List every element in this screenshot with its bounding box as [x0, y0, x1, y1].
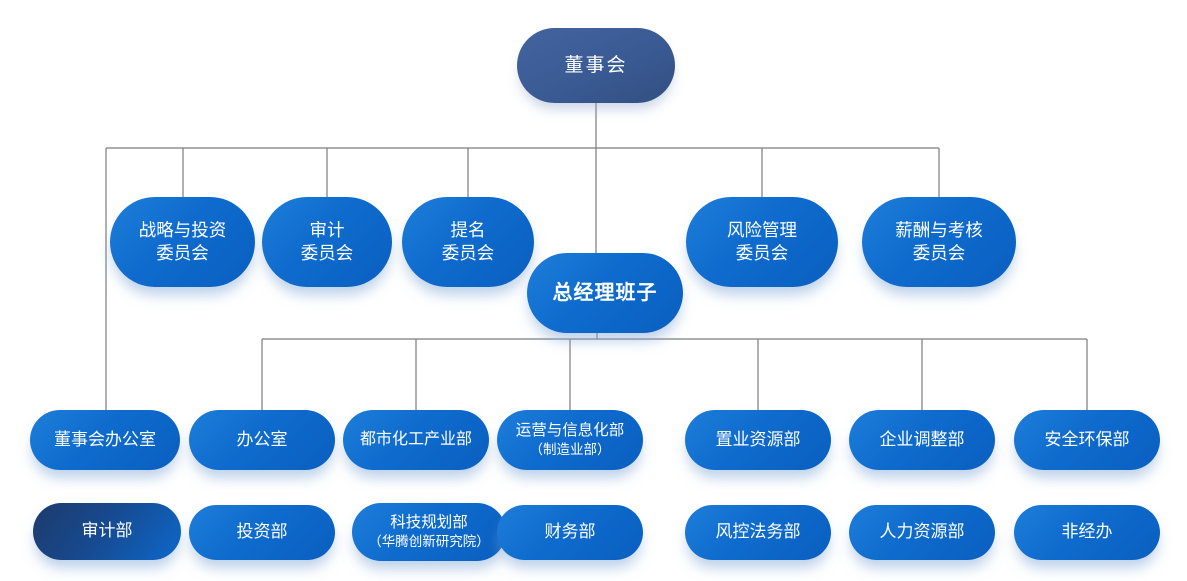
node-label: 战略与投资 — [138, 219, 227, 240]
node-label: 运营与信息化部 — [515, 421, 625, 439]
node-label: 办公室 — [236, 429, 288, 449]
node-label: 委员会 — [912, 243, 966, 263]
node-dept-enterprise-adjustment: 企业调整部 — [849, 410, 995, 470]
node-label: 委员会 — [735, 243, 789, 263]
node-committee-compensation-assessment: 薪酬与考核 委员会 — [862, 197, 1016, 287]
node-label: 委员会 — [300, 243, 354, 263]
node-dept-non-operating: 非经办 — [1014, 505, 1160, 560]
node-dept-investment: 投资部 — [189, 505, 335, 560]
node-dept-urban-chemical-industry: 都市化工产业部 — [343, 410, 489, 470]
node-committee-risk-management: 风险管理 委员会 — [686, 197, 838, 287]
node-committee-strategy-investment: 战略与投资 委员会 — [110, 197, 255, 287]
node-dept-tech-planning: 科技规划部 （华腾创新研究院） — [352, 503, 506, 561]
node-label: 人力资源部 — [879, 522, 965, 542]
node-dept-property-resources: 置业资源部 — [685, 410, 831, 470]
node-dept-finance: 财务部 — [497, 505, 643, 560]
node-dept-operations-informatization: 运营与信息化部 （制造业部） — [497, 410, 643, 470]
node-label: 置业资源部 — [715, 429, 801, 449]
node-label: 投资部 — [236, 522, 288, 542]
node-general-manager-team: 总经理班子 — [527, 253, 683, 333]
node-sublabel: （华腾创新研究院） — [368, 534, 490, 550]
node-dept-board-office: 董事会办公室 — [30, 410, 180, 470]
node-committee-nomination: 提名 委员会 — [402, 197, 534, 287]
node-committee-audit: 审计 委员会 — [262, 197, 392, 287]
node-label: 委员会 — [441, 243, 495, 263]
node-dept-risk-legal: 风控法务部 — [685, 505, 831, 560]
node-label: 薪酬与考核 — [895, 219, 983, 240]
node-dept-human-resources: 人力资源部 — [849, 505, 995, 560]
node-dept-safety-environment: 安全环保部 — [1014, 410, 1160, 470]
node-label: 董事会 — [564, 54, 628, 76]
node-sublabel: （制造业部） — [529, 442, 611, 458]
node-label: 财务部 — [544, 522, 596, 542]
node-board: 董事会 — [517, 28, 675, 103]
node-label: 审计 — [309, 219, 345, 240]
node-label: 风控法务部 — [715, 522, 801, 542]
node-label: 企业调整部 — [879, 429, 965, 449]
node-label: 非经办 — [1061, 522, 1113, 542]
node-label: 提名 — [450, 219, 486, 240]
node-label: 安全环保部 — [1044, 429, 1130, 449]
node-label: 都市化工产业部 — [359, 431, 472, 449]
node-dept-audit: 审计部 — [33, 503, 181, 560]
node-dept-office: 办公室 — [189, 410, 335, 470]
node-label: 审计部 — [81, 521, 133, 541]
node-label: 总经理班子 — [552, 281, 658, 304]
node-label: 委员会 — [156, 243, 209, 263]
node-label: 董事会办公室 — [54, 429, 156, 449]
node-label: 风险管理 — [727, 219, 797, 240]
node-label: 科技规划部 — [390, 513, 468, 531]
